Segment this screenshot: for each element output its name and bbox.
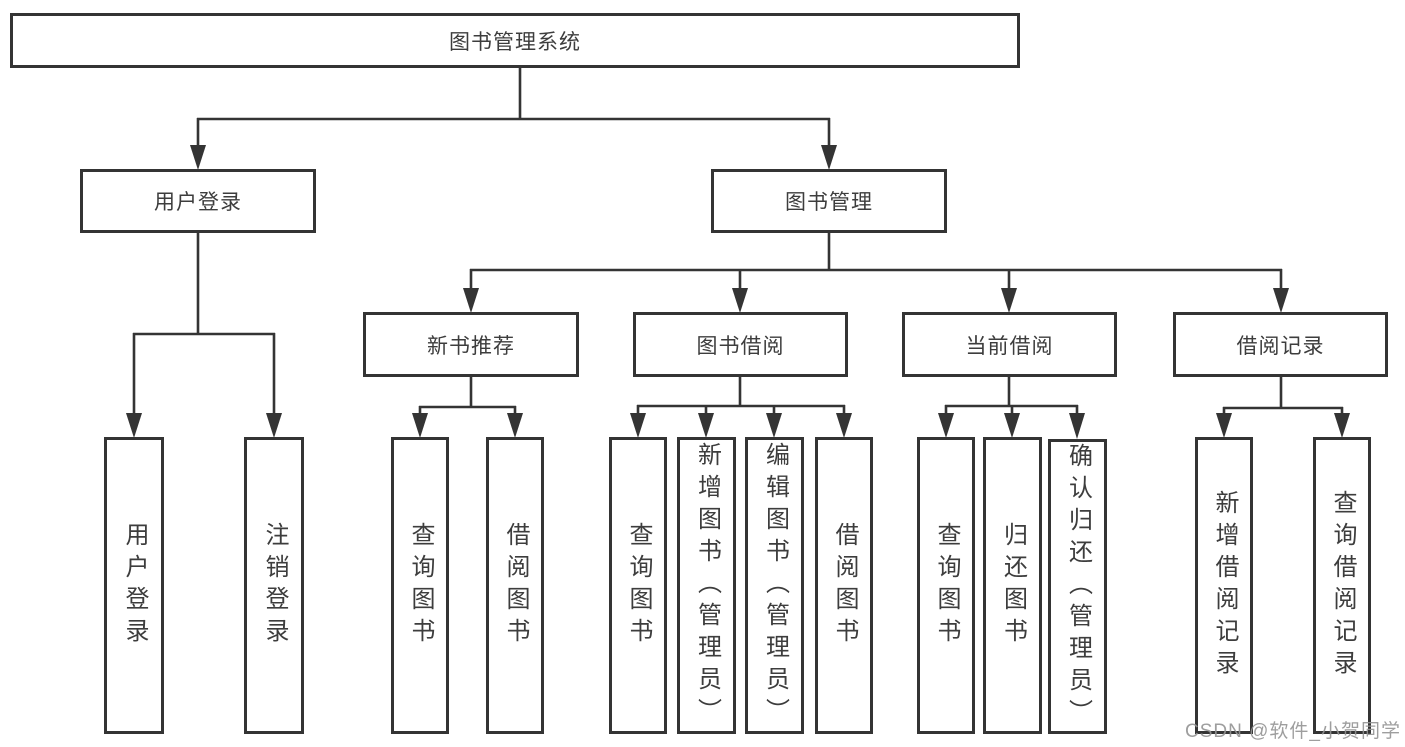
node-library-system: 图书管理系统 bbox=[10, 13, 1020, 68]
node-label: 图书借阅 bbox=[696, 334, 785, 358]
node-book-management: 图书管理 bbox=[711, 169, 947, 233]
node-label: 用户登录 bbox=[154, 191, 242, 214]
leaf-query-books: 查询图书 bbox=[391, 437, 449, 734]
node-label: 归还图书 bbox=[999, 521, 1027, 650]
node-label: 确认归还（管理员） bbox=[1064, 442, 1092, 731]
leaf-add-borrow-record: 新增借阅记录 bbox=[1195, 437, 1253, 734]
leaf-confirm-return-admin: 确认归还（管理员） bbox=[1048, 439, 1107, 734]
node-label: 借阅图书 bbox=[502, 521, 529, 650]
node-label: 用户登录 bbox=[121, 521, 148, 650]
node-label: 查询图书 bbox=[933, 521, 960, 650]
leaf-logout-login: 注销登录 bbox=[244, 437, 304, 734]
node-label: 新书推荐 bbox=[427, 334, 515, 358]
node-label: 查询图书 bbox=[407, 521, 434, 650]
leaf-add-book-admin: 新增图书（管理员） bbox=[677, 437, 736, 734]
node-label: 注销登录 bbox=[261, 521, 288, 650]
node-label: 当前借阅 bbox=[965, 334, 1054, 358]
node-label: 查询图书 bbox=[625, 521, 652, 650]
leaf-user-login: 用户登录 bbox=[104, 437, 164, 734]
leaf-borrow-books: 借阅图书 bbox=[486, 437, 544, 734]
node-label: 编辑图书（管理员） bbox=[761, 441, 789, 730]
node-label: 新增图书（管理员） bbox=[693, 441, 721, 730]
node-new-book-recommend: 新书推荐 bbox=[363, 312, 579, 377]
node-label: 借阅图书 bbox=[831, 521, 858, 650]
watermark: CSDN @软件_小贺同学 bbox=[1185, 721, 1401, 742]
node-current-borrowing: 当前借阅 bbox=[902, 312, 1117, 377]
node-label: 借阅记录 bbox=[1236, 334, 1325, 358]
leaf-query-borrow-record: 查询借阅记录 bbox=[1313, 437, 1371, 734]
node-borrowing-records: 借阅记录 bbox=[1173, 312, 1388, 377]
node-label: 新增借阅记录 bbox=[1211, 489, 1238, 682]
leaf-query-books: 查询图书 bbox=[917, 437, 975, 734]
node-book-borrowing: 图书借阅 bbox=[633, 312, 848, 377]
node-user-login: 用户登录 bbox=[80, 169, 316, 233]
leaf-borrow-books: 借阅图书 bbox=[815, 437, 873, 734]
leaf-edit-book-admin: 编辑图书（管理员） bbox=[745, 437, 804, 734]
leaf-query-books: 查询图书 bbox=[609, 437, 667, 734]
leaf-return-book: 归还图书 bbox=[983, 437, 1042, 734]
node-label: 查询借阅记录 bbox=[1329, 489, 1356, 682]
node-label: 图书管理系统 bbox=[449, 30, 581, 54]
node-label: 图书管理 bbox=[785, 191, 873, 214]
